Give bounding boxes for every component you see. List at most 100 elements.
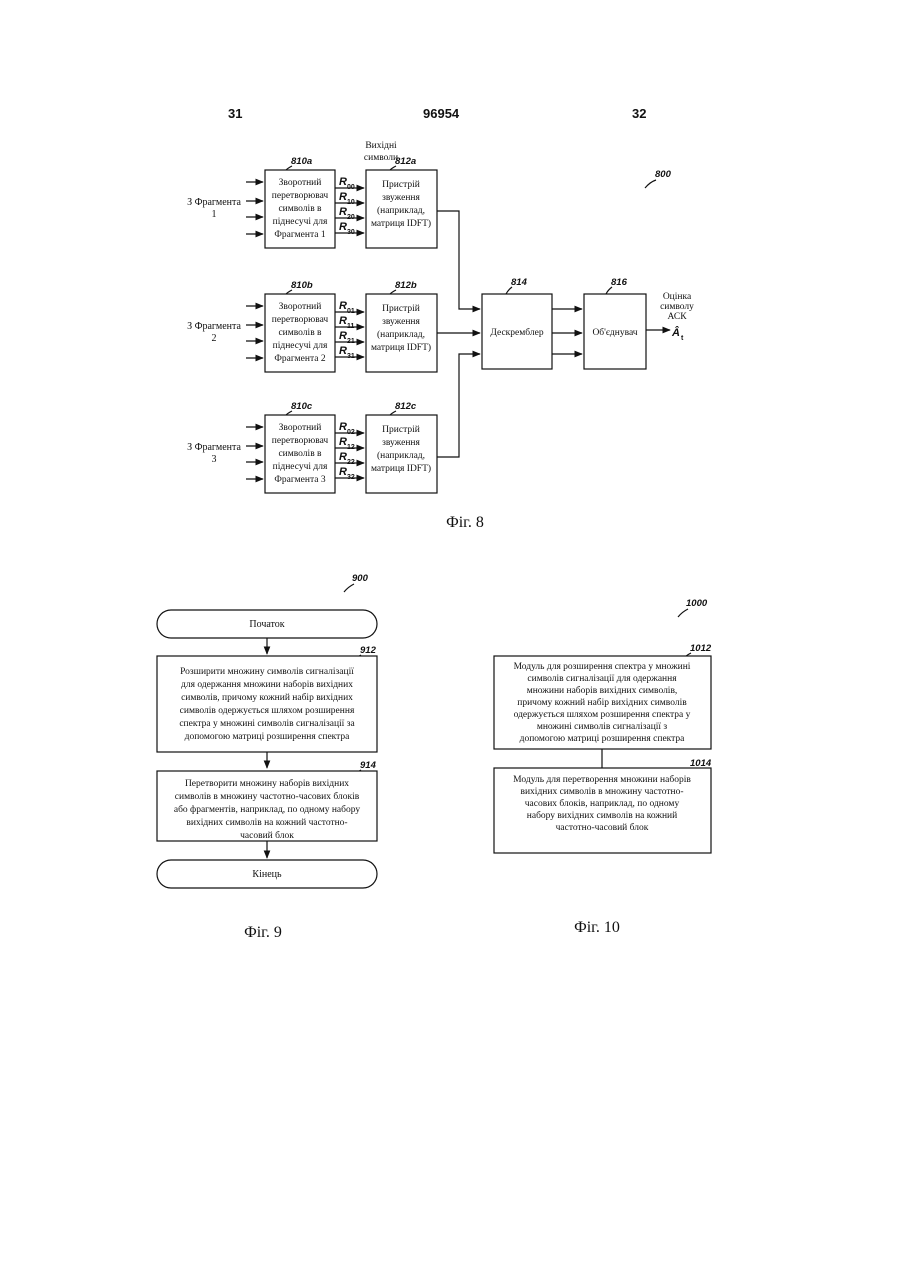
block-text-line: Модуль для перетворення множини наборів — [513, 774, 691, 785]
svg-text:символи: символи — [364, 153, 398, 163]
fig9-reference: 900 — [344, 573, 369, 592]
block-text-line: одержується шляхом розширення спектра у — [514, 710, 691, 720]
svg-text:800: 800 — [655, 169, 672, 180]
r-label: R — [339, 221, 347, 233]
r-label: R — [339, 176, 347, 188]
module-1012-ref: 1012 — [690, 643, 712, 654]
r-label: R — [339, 466, 347, 478]
figure-8-block-diagram: 800 Вихідні символи З Фрагмента1810aЗвор… — [187, 141, 694, 531]
despreader-text-line: Пристрій — [382, 303, 420, 314]
start-label: Початок — [249, 619, 284, 630]
block-text-line: вихідних символів на кожний частотно- — [186, 817, 347, 828]
despreader-text-line: (наприклад, — [377, 329, 425, 340]
descrambler-block: 814 Дескремблер — [482, 277, 552, 369]
r-label-subscript: 02 — [347, 429, 355, 436]
block-text-line: допомогою матриці розширення спектра — [185, 732, 351, 742]
module-1014: 1014 Модуль для перетворення множини наб… — [494, 758, 712, 853]
r-label: R — [339, 345, 347, 357]
fig10-caption: Фіг. 10 — [574, 919, 620, 936]
fig10-reference: 1000 — [678, 598, 708, 617]
right-page-number: 32 — [632, 106, 646, 121]
demapper-text-line: символів в — [278, 204, 322, 214]
demapper-text-line: символів в — [278, 328, 322, 338]
block-text-line: Перетворити множину наборів вихідних — [185, 778, 349, 789]
svg-text:900: 900 — [352, 573, 369, 584]
despreader-text-line: звуження — [382, 438, 420, 448]
r-label: R — [339, 300, 347, 312]
output-label-line2: символу — [660, 302, 694, 312]
combiner-label: Об'єднувач — [592, 327, 637, 338]
r-label-subscript: 00 — [347, 184, 355, 191]
descrambler-label: Дескремблер — [490, 327, 543, 338]
figure-10-module-diagram: 1000 1012 Модуль для розширення спектра … — [494, 598, 712, 936]
output-label-line1: Оцінка — [663, 292, 692, 302]
block-text-line: символів, причому кожний набір вихідних — [181, 692, 353, 703]
fragment-row-1: З Фрагмента1810aЗворотнийперетворювачсим… — [187, 156, 437, 248]
block-text-line: спектра у множині символів сигналізації … — [179, 719, 355, 729]
block-text-line: Модуль для розширення спектра у множині — [514, 662, 691, 672]
demapper-ref: 810a — [291, 156, 312, 167]
svg-text:Вихідні: Вихідні — [365, 141, 397, 151]
r-label-subscript: 11 — [347, 323, 355, 330]
demapper-text-line: перетворювач — [272, 191, 329, 201]
fig9-caption: Фіг. 9 — [244, 924, 282, 941]
fig8-caption: Фіг. 8 — [446, 514, 484, 531]
r-label-subscript: 10 — [347, 199, 355, 206]
despreader-text-line: звуження — [382, 193, 420, 203]
despreader-text-line: Пристрій — [382, 179, 420, 190]
page-header: 31 96954 32 — [228, 106, 646, 121]
despreader-ref: 812a — [395, 156, 416, 167]
demapper-text-line: перетворювач — [272, 436, 329, 446]
block-text-line: вихідних символів в множину частотно- — [520, 787, 683, 797]
step-914: 914 Перетворити множину наборів вихідних… — [157, 760, 377, 841]
end-label: Кінець — [252, 869, 282, 880]
fragment-row-2: З Фрагмента2810bЗворотнийперетворювачсим… — [187, 280, 437, 372]
r-label-subscript: 32 — [347, 474, 355, 481]
despreader-ref: 812c — [395, 401, 417, 412]
demapper-text-line: Фрагмента 1 — [274, 230, 325, 240]
block-text-line: часових блоків, наприклад, по одному — [525, 798, 680, 809]
despreader-text-line: звуження — [382, 317, 420, 327]
block-text-line: множини наборів вихідних символів, — [527, 685, 678, 696]
combiner-output: Оцінка символу АСК Â t — [646, 292, 694, 342]
combiner-ref: 816 — [611, 277, 628, 288]
r-label: R — [339, 191, 347, 203]
end-terminal: Кінець — [157, 860, 377, 888]
r-label-subscript: 12 — [347, 444, 355, 451]
despreader-text-line: (наприклад, — [377, 205, 425, 216]
demapper-ref: 810c — [291, 401, 313, 412]
r-label-subscript: 22 — [347, 459, 355, 466]
despreader-text-line: Пристрій — [382, 424, 420, 435]
left-page-number: 31 — [228, 106, 242, 121]
block-text-line: набору вихідних символів на кожний — [527, 810, 677, 821]
r-label: R — [339, 330, 347, 342]
descrambler-ref: 814 — [511, 277, 528, 288]
fragment-input-number: 1 — [212, 209, 217, 220]
r-label: R — [339, 206, 347, 218]
step-912: 912 Розширити множину символів сигналіза… — [157, 645, 377, 752]
output-label-line3: АСК — [667, 312, 687, 322]
demapper-text-line: символів в — [278, 449, 322, 459]
despreader-text-line: матриця IDFT) — [371, 218, 431, 229]
block-text-line: множині символів сигналізації з — [537, 722, 668, 732]
block-text-line: або фрагментів, наприклад, по одному наб… — [174, 804, 360, 815]
r-label: R — [339, 451, 347, 463]
demapper-text-line: піднесучі для — [273, 217, 328, 227]
r-label: R — [339, 436, 347, 448]
combiner-block: 816 Об'єднувач — [584, 277, 646, 369]
fragment-input-label: З Фрагмента — [187, 321, 241, 332]
fig8-reference: 800 — [645, 169, 672, 188]
fragment-row-3: З Фрагмента3810cЗворотнийперетворювачсим… — [187, 401, 437, 493]
r-label-subscript: 21 — [347, 338, 355, 345]
block-text-line: символів одержується шляхом розширення — [180, 706, 355, 716]
start-terminal: Початок — [157, 610, 377, 638]
module-1012: 1012 Модуль для розширення спектра у мно… — [494, 643, 712, 749]
demapper-text-line: перетворювач — [272, 315, 329, 325]
r-label-subscript: 30 — [347, 229, 355, 236]
r-label: R — [339, 421, 347, 433]
svg-text:1000: 1000 — [686, 598, 708, 609]
despreader-to-descrambler-connectors — [437, 211, 480, 457]
step-914-ref: 914 — [360, 760, 377, 771]
figure-9-flowchart: 900 Початок 912 Розширити множину символ… — [157, 573, 377, 941]
